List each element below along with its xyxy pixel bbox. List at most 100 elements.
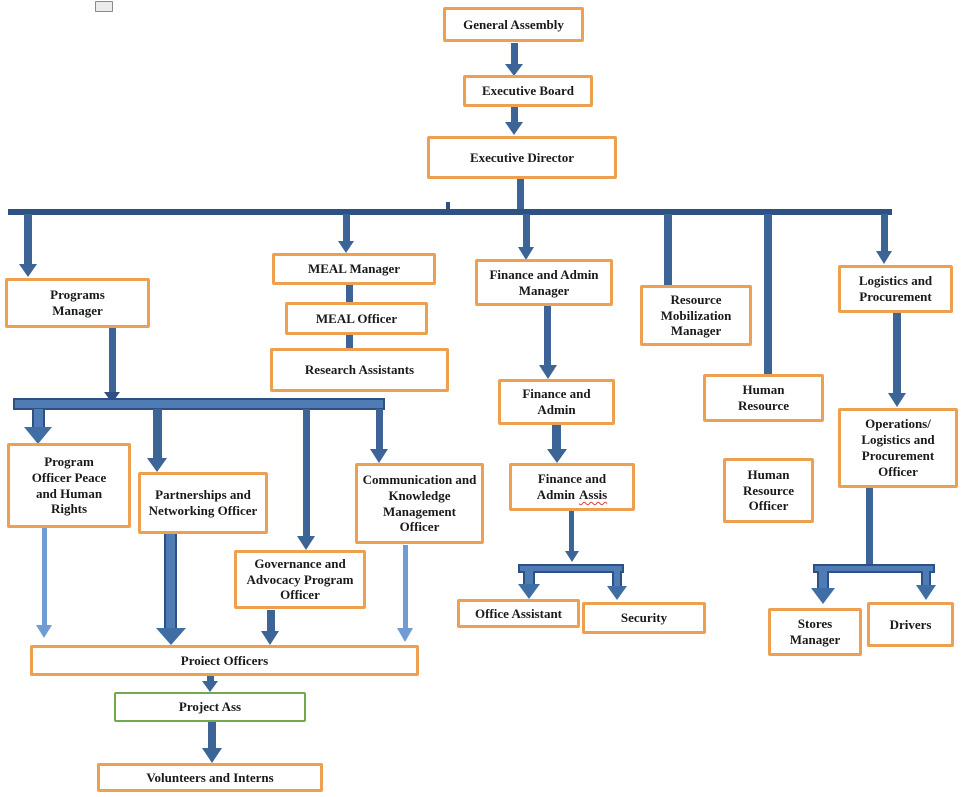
connector-bar-communication [376, 409, 383, 450]
node-finance-admin-manager: Finance and Admin Manager [475, 259, 613, 306]
arrowhead-icon [565, 551, 579, 562]
connector-to-finance-admin-manager [523, 214, 530, 248]
connector-to-resource-mobilization [664, 214, 672, 286]
node-label: MEAL Officer [315, 310, 398, 326]
node-executive-board: Executive Board [463, 75, 593, 107]
arrowhead-icon [518, 584, 540, 599]
connector-bar-partnerships [153, 409, 162, 459]
node-programs-manager: Programs Manager [5, 278, 150, 328]
node-meal-officer: MEAL Officer [285, 302, 428, 335]
connector-to-programs-manager [24, 214, 32, 265]
node-volunteers-interns: Volunteers and Interns [97, 763, 323, 792]
connector-split-security [612, 571, 622, 587]
connector-to-logistics-procurement [881, 214, 888, 252]
node-executive-director: Executive Director [427, 136, 617, 179]
node-label: Human Resource [737, 382, 790, 413]
connector-programs-branch-bar [13, 398, 385, 410]
node-meal-manager: MEAL Manager [272, 253, 436, 285]
node-governance-advocacy-program-officer: Governance and Advocacy Program Officer [234, 550, 366, 609]
node-partnerships-networking-officer: Partnerships and Networking Officer [138, 472, 268, 534]
arrowhead-icon [539, 365, 557, 379]
connector-admin-split-bar [518, 564, 624, 573]
connector-to-human-resource [764, 214, 772, 376]
node-general-assembly: General Assembly [443, 7, 584, 42]
arrowhead-icon [811, 588, 835, 604]
connector-assis-split [569, 511, 574, 552]
node-label: Stores Manager [789, 616, 841, 647]
connector-split-storesmanager [817, 571, 829, 589]
node-label: Proiect Officers [180, 652, 269, 668]
node-logistics-procurement: Logistics and Procurement [838, 265, 953, 313]
arrowhead-icon [370, 449, 388, 463]
arrowhead-icon [607, 586, 627, 600]
node-label: Programs Manager [50, 287, 105, 318]
node-stores-manager: Stores Manager [768, 608, 862, 656]
node-project-officers: Proiect Officers [30, 645, 419, 676]
node-operations-logistics-procurement-officer: Operations/ Logistics and Procurement Of… [838, 408, 958, 488]
node-project-assistants: Project Ass [114, 692, 306, 722]
connector-bar-governance [303, 409, 310, 537]
connector-bar-peace-officer [32, 409, 45, 428]
node-label: Partnerships and Networking Officer [148, 487, 258, 518]
node-label: Logistics and Procurement [858, 273, 933, 304]
arrowhead-icon [505, 64, 523, 76]
connector-ed-trunk [517, 178, 524, 211]
arrowhead-icon [518, 247, 534, 260]
node-label: Executive Director [469, 149, 575, 165]
node-label: Governance and Advocacy Program Officer [246, 555, 354, 603]
connector-split-officeassistant [523, 571, 535, 585]
node-program-officer-peace: Program Officer Peace and Human Rights [7, 443, 131, 528]
node-finance-admin: Finance and Admin [498, 379, 615, 425]
arrowhead-icon [24, 427, 52, 444]
connector-split-drivers [921, 571, 931, 586]
connector-main-horizontal [8, 209, 892, 215]
arrowhead-icon [916, 585, 936, 600]
arrowhead-icon [36, 625, 52, 638]
connector-fam-financeadmin [544, 306, 551, 366]
connector-eb-ed [511, 106, 518, 123]
connector-operations-split [866, 488, 873, 564]
connector-peace-projectofficers [42, 527, 47, 626]
connector-tick-mark [446, 202, 450, 210]
arrowhead-icon [888, 393, 906, 407]
node-label: Human Resource Officer [742, 466, 795, 514]
connector-financeadmin-assis [552, 425, 561, 450]
connector-partnerships-projectofficers [164, 533, 177, 629]
misspelled-word: Assis [579, 487, 608, 502]
node-human-resource: Human Resource [703, 374, 824, 422]
node-label: Volunteers and Interns [146, 769, 274, 785]
arrowhead-icon [297, 536, 315, 550]
arrowhead-icon [202, 681, 218, 692]
node-label: Finance and Admin Manager [489, 266, 599, 298]
arrowhead-icon [19, 264, 37, 277]
connector-ga-eb [511, 43, 518, 65]
connector-mealmanager-mealofficer [346, 284, 353, 302]
node-label: Finance and Admin [522, 386, 591, 417]
arrowhead-icon [156, 628, 186, 645]
node-label: Operations/ Logistics and Procurement Of… [861, 416, 935, 479]
node-human-resource-officer: Human Resource Officer [723, 458, 814, 523]
connector-projectofficers-projectass [207, 676, 214, 682]
connector-programsmanager-bar [109, 327, 116, 396]
node-label: Resource Mobilization Manager [660, 291, 732, 339]
connector-to-meal-manager [343, 214, 350, 242]
node-label: MEAL Manager [307, 261, 401, 277]
arrowhead-icon [397, 628, 413, 642]
node-office-assistant: Office Assistant [457, 599, 580, 628]
node-label: Security [620, 610, 668, 626]
arrowhead-icon [104, 392, 120, 403]
node-research-assistants: Research Assistants [270, 348, 449, 392]
connector-governance-projectofficers [267, 610, 275, 632]
node-communication-knowledge-management-officer: Communication and Knowledge Management O… [355, 463, 484, 544]
ui-artifact-square [95, 1, 113, 12]
connector-logistics-operations [893, 313, 901, 394]
node-security: Security [582, 602, 706, 634]
node-label: Research Assistants [304, 362, 415, 378]
node-resource-mobilization-manager: Resource Mobilization Manager [640, 285, 752, 346]
node-drivers: Drivers [867, 602, 954, 647]
connector-logistics-split-bar [813, 564, 935, 573]
connector-projectass-volunteers [208, 722, 216, 749]
